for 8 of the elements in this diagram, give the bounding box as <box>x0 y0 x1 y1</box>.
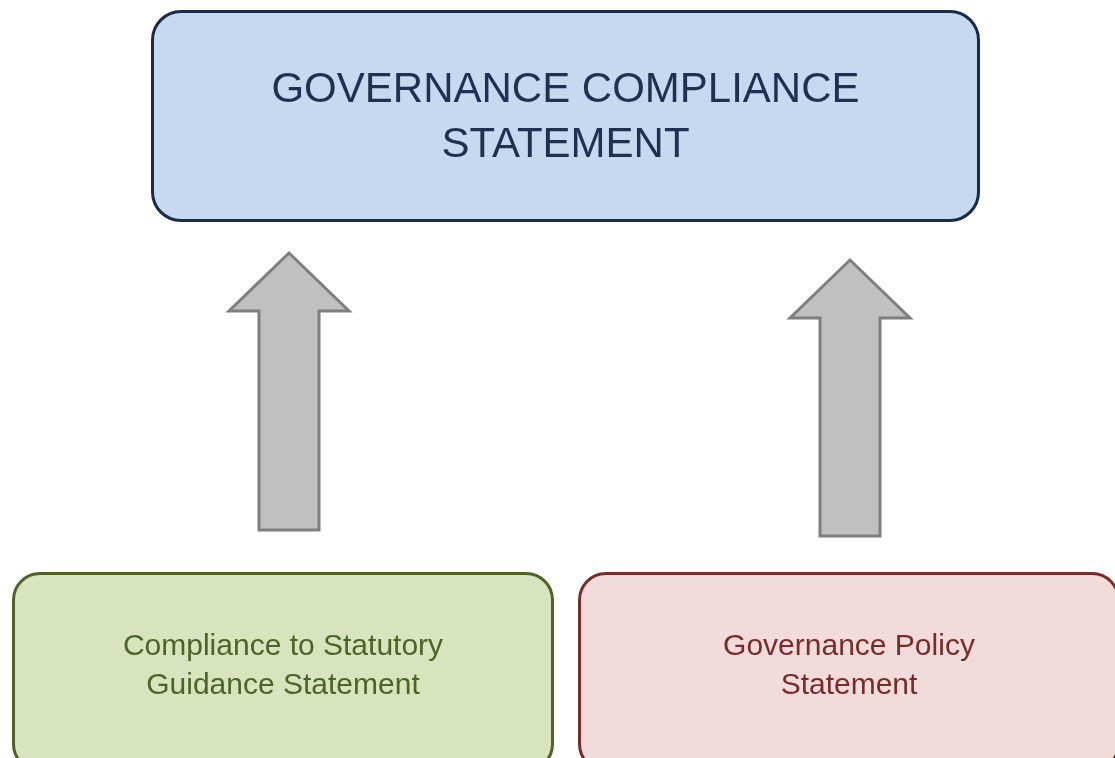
box-label: Governance Policy Statement <box>722 627 976 702</box>
box-label: Compliance to Statutory Guidance Statement <box>121 627 445 702</box>
block-arrow <box>786 257 914 538</box>
title-box <box>151 10 980 222</box>
block-arrow <box>225 250 353 532</box>
process-box <box>12 572 554 758</box>
process-box <box>578 572 1115 758</box>
box-label: GOVERNANCE COMPLIANCE STATEMENT <box>270 63 861 168</box>
